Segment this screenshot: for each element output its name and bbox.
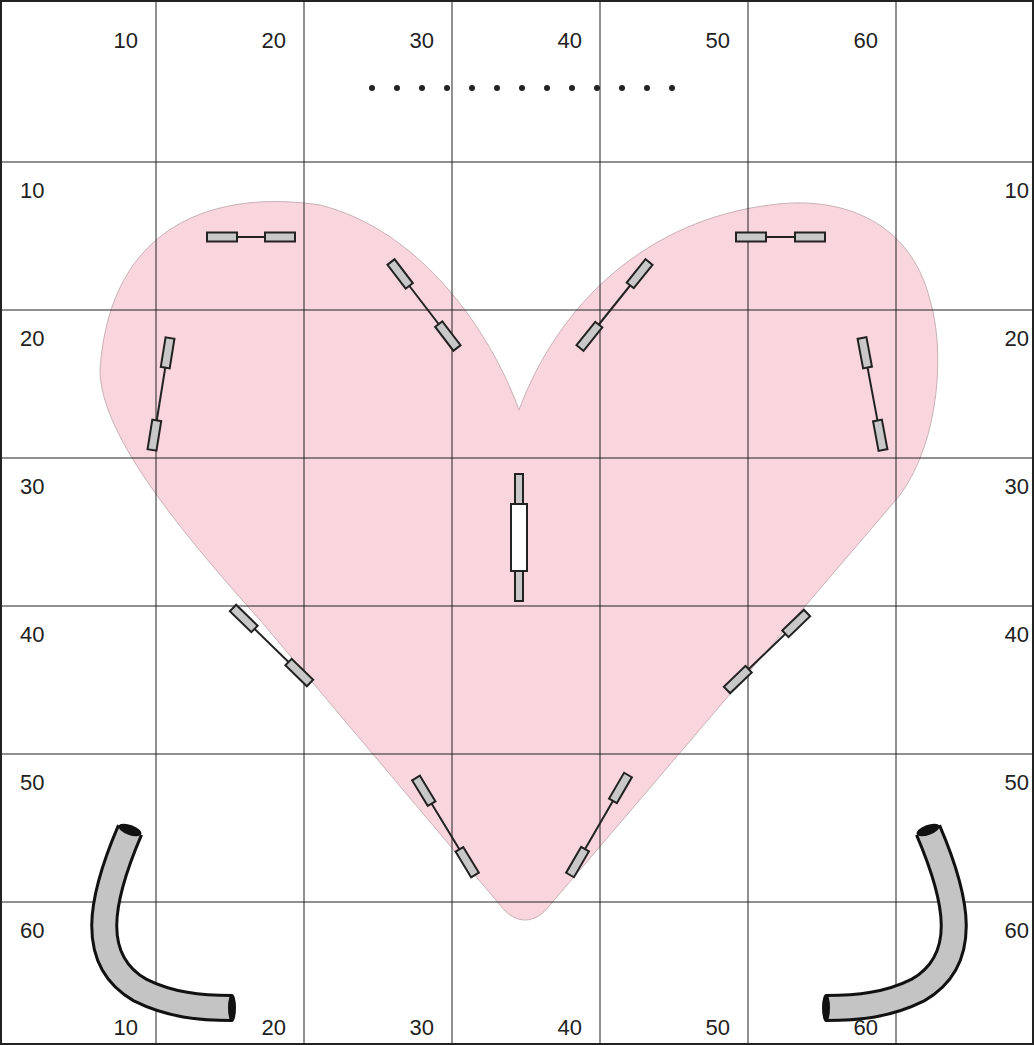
bench — [724, 610, 810, 693]
dot — [594, 85, 600, 91]
grid-coordinate: 60 — [854, 1017, 878, 1039]
bench — [858, 337, 888, 451]
grid-coordinate: 10 — [20, 180, 44, 202]
tube-left — [104, 821, 236, 1022]
bench — [576, 259, 652, 351]
grid-coordinate: 20 — [262, 30, 286, 52]
grid-coordinate: 30 — [410, 30, 434, 52]
grid-coordinate: 30 — [1005, 476, 1029, 498]
grid-coordinate: 10 — [114, 30, 138, 52]
grid-coordinate: 60 — [20, 920, 44, 942]
bench — [230, 605, 313, 686]
grid-coordinate: 40 — [558, 30, 582, 52]
grid-coordinate: 20 — [1005, 328, 1029, 350]
grid-coordinate: 40 — [1005, 624, 1029, 646]
grid-coordinate: 30 — [20, 476, 44, 498]
bench — [148, 337, 175, 450]
bench — [566, 773, 632, 878]
grid-coordinate: 40 — [20, 624, 44, 646]
dot — [394, 85, 400, 91]
grid-coordinate: 40 — [558, 1017, 582, 1039]
bench — [207, 233, 295, 242]
dot — [569, 85, 575, 91]
dot — [369, 85, 375, 91]
grid-coordinate: 10 — [1005, 180, 1029, 202]
grid-coordinate: 20 — [20, 328, 44, 350]
grid-coordinate: 50 — [706, 1017, 730, 1039]
dot — [444, 85, 450, 91]
grid-coordinate: 60 — [854, 30, 878, 52]
grid-coordinate: 30 — [410, 1017, 434, 1039]
dotted-row — [369, 85, 675, 91]
dot — [519, 85, 525, 91]
grid-coordinate: 20 — [262, 1017, 286, 1039]
grid-coordinate: 50 — [1005, 772, 1029, 794]
grid-coordinate: 50 — [706, 30, 730, 52]
dot — [419, 85, 425, 91]
grid-coordinate: 10 — [114, 1017, 138, 1039]
bench — [387, 259, 460, 350]
bench — [736, 233, 825, 242]
grid-coordinate: 60 — [1005, 920, 1029, 942]
dot — [469, 85, 475, 91]
benches — [148, 233, 888, 878]
heart-area — [100, 202, 938, 920]
grid-coordinate: 50 — [20, 772, 44, 794]
dot — [619, 85, 625, 91]
bench — [412, 776, 479, 878]
center-bench — [511, 474, 527, 601]
tube-right — [822, 821, 954, 1022]
dot — [644, 85, 650, 91]
dot — [669, 85, 675, 91]
dot — [494, 85, 500, 91]
dot — [544, 85, 550, 91]
